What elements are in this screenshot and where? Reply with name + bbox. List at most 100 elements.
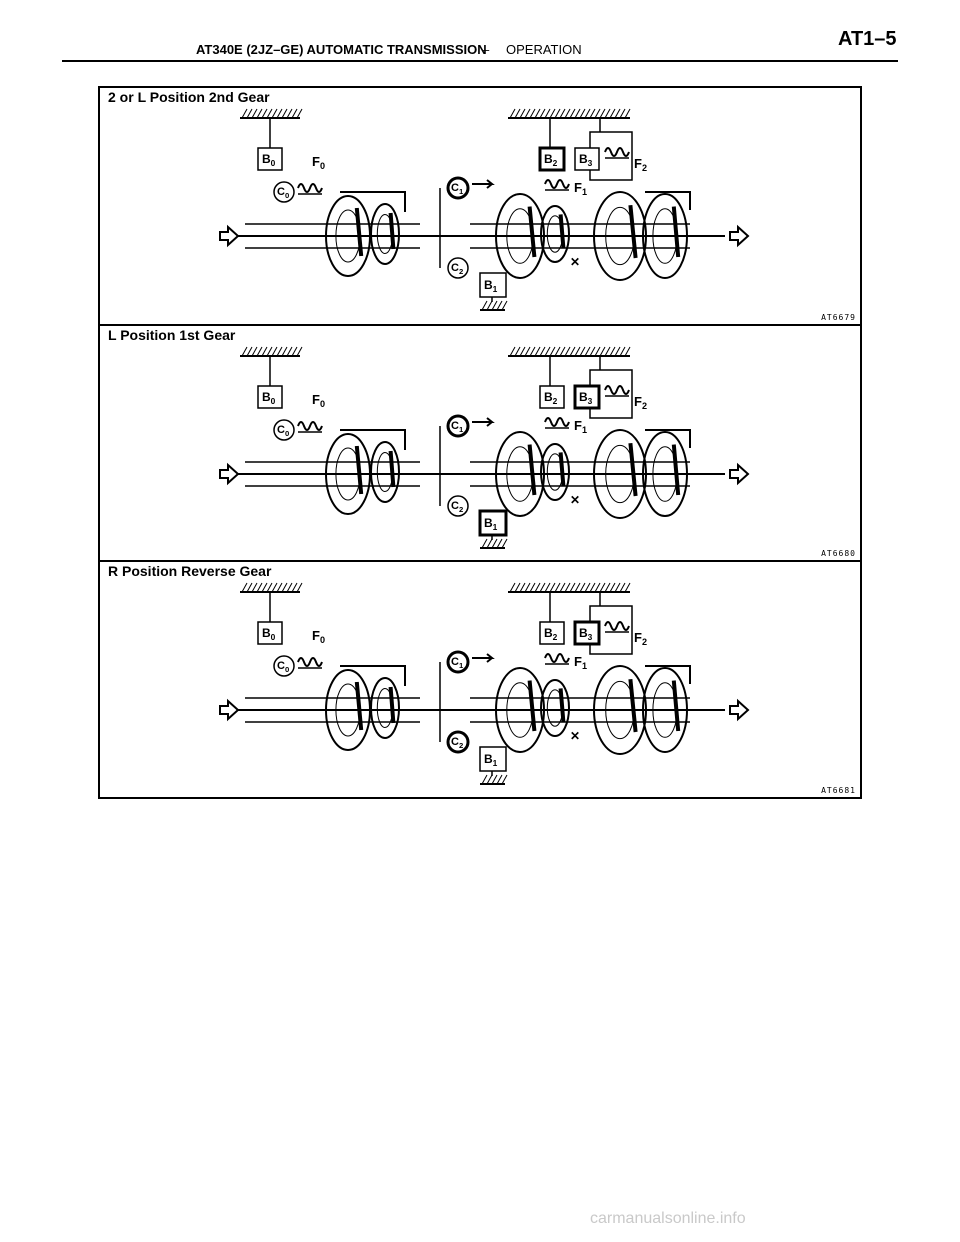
clutch-c2: C2 — [447, 257, 469, 279]
watermark: carmanualsonline.info — [590, 1210, 746, 1227]
rear-ring-gear — [642, 193, 688, 279]
clutch-c1-text: C1 — [451, 656, 464, 670]
section-name: OPERATION — [506, 42, 582, 57]
clutch-c0-text: C0 — [277, 660, 289, 674]
clutch-c0: C0 — [273, 655, 295, 677]
brake-b1: B1 — [479, 272, 507, 298]
one-way-clutch-f0-icon — [297, 657, 323, 669]
brake-b0-text: B0 — [262, 390, 276, 406]
output-arrow-icon — [729, 698, 750, 722]
clutch-c1: C1 — [446, 176, 470, 200]
ground-hatch — [508, 582, 631, 593]
one-way-clutch-f0-icon — [297, 421, 323, 433]
front-ring-gear — [540, 443, 570, 501]
clutch-c1-text: C1 — [451, 182, 464, 196]
input-arrow-icon — [219, 224, 240, 248]
rear-planetary — [593, 429, 647, 519]
lock-mark-icon: ✕ — [570, 255, 580, 269]
overdrive-gear — [370, 677, 400, 739]
overdrive-gear — [370, 203, 400, 265]
one-way-clutch-f1-icon — [544, 179, 570, 191]
header-rule — [62, 60, 898, 62]
clutch-c0-text: C0 — [277, 186, 289, 200]
rear-planetary — [593, 191, 647, 281]
brake-b3-text: B3 — [579, 152, 593, 168]
clutch-c0: C0 — [273, 419, 295, 441]
clutch-c2-text: C2 — [451, 262, 463, 276]
flow-arrow-icon — [472, 179, 495, 189]
brake-b3: B3 — [573, 620, 601, 646]
header-separator: – — [482, 42, 490, 57]
link-line — [340, 191, 406, 212]
output-arrow-icon — [729, 462, 750, 486]
clutch-c0-text: C0 — [277, 424, 289, 438]
input-arrow-icon — [219, 698, 240, 722]
ground-hatch — [508, 346, 631, 357]
ground-hatch — [240, 582, 303, 593]
one-way-clutch-f1-icon — [544, 653, 570, 665]
front-ring-gear — [540, 679, 570, 737]
brake-b1: B1 — [478, 509, 508, 537]
clutch-c1: C1 — [446, 650, 470, 674]
overdrive-planetary — [325, 669, 371, 751]
lock-mark-icon: ✕ — [570, 729, 580, 743]
clutch-c1-text: C1 — [451, 420, 464, 434]
ground-hatch — [240, 108, 303, 119]
flow-arrow-icon — [472, 417, 495, 427]
clutch-c1: C1 — [446, 414, 470, 438]
link-line — [340, 665, 406, 686]
brake-b2: B2 — [539, 385, 565, 409]
brake-b2-text: B2 — [544, 152, 558, 168]
brake-b0: B0 — [257, 147, 283, 171]
brake-b2-text: B2 — [544, 390, 558, 406]
lock-mark-icon: ✕ — [570, 493, 580, 507]
brake-b1: B1 — [479, 746, 507, 772]
rear-ring-gear — [642, 667, 688, 753]
clutch-f2-label: F2 — [634, 156, 647, 173]
front-planetary — [495, 667, 545, 753]
brake-b2: B2 — [539, 621, 565, 645]
one-way-clutch-f2-icon — [604, 621, 630, 633]
clutch-f1-label: F1 — [574, 654, 587, 671]
clutch-c2-text: C2 — [451, 500, 463, 514]
figure-code: AT6679 — [821, 313, 856, 322]
brake-b1-text: B1 — [484, 516, 498, 532]
panel-title: L Position 1st Gear — [108, 327, 236, 343]
ground-hatch — [480, 538, 508, 549]
brake-b0-text: B0 — [262, 626, 276, 642]
one-way-clutch-f2-icon — [604, 385, 630, 397]
figure-code: AT6680 — [821, 549, 856, 558]
clutch-f0-label: F0 — [312, 628, 325, 645]
one-way-clutch-f0-icon — [297, 183, 323, 195]
ground-hatch — [240, 346, 303, 357]
clutch-f1-label: F1 — [574, 418, 587, 435]
clutch-f2-label: F2 — [634, 394, 647, 411]
link-line — [645, 429, 691, 448]
one-way-clutch-f2-icon — [604, 147, 630, 159]
brake-b0: B0 — [257, 385, 283, 409]
brake-b2: B2 — [538, 146, 566, 172]
link-line — [645, 665, 691, 684]
brake-b1-text: B1 — [484, 278, 498, 294]
clutch-c2: C2 — [447, 495, 469, 517]
clutch-f1-label: F1 — [574, 180, 587, 197]
front-planetary — [495, 193, 545, 279]
brake-b0-text: B0 — [262, 152, 276, 168]
brake-b1-text: B1 — [484, 752, 498, 768]
manual-title: AT340E (2JZ–GE) AUTOMATIC TRANSMISSION — [196, 42, 487, 57]
clutch-c2: C2 — [446, 730, 470, 754]
page-number: AT1–5 — [838, 28, 897, 50]
panel-title: 2 or L Position 2nd Gear — [108, 89, 270, 105]
ground-hatch — [508, 108, 631, 119]
overdrive-gear — [370, 441, 400, 503]
output-arrow-icon — [729, 224, 750, 248]
